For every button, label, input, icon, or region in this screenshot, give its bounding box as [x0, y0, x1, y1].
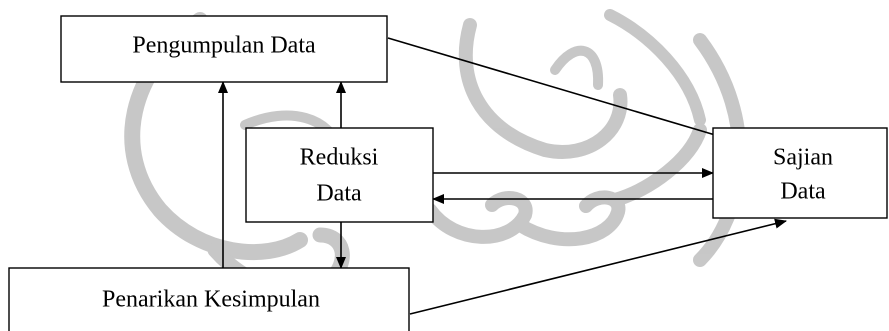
diagram-edges: [218, 37, 787, 315]
node-sajian-data-label-line1: Sajian: [773, 145, 833, 171]
node-sajian-data: Sajian Data: [712, 127, 888, 219]
node-penarikan-kesimpulan: Penarikan Kesimpulan: [8, 267, 410, 331]
node-sajian-data-label-line2: Data: [780, 179, 826, 205]
node-pengumpulan-data: Pengumpulan Data: [60, 15, 388, 83]
edge-penarikan-to-sajian: [409, 218, 787, 315]
node-reduksi-data: Reduksi Data: [245, 127, 434, 223]
node-pengumpulan-data-label: Pengumpulan Data: [132, 33, 316, 59]
node-penarikan-kesimpulan-label: Penarikan Kesimpulan: [102, 287, 320, 313]
node-reduksi-data-label-line1: Reduksi: [300, 145, 379, 171]
node-reduksi-data-label-line2: Data: [316, 181, 362, 207]
